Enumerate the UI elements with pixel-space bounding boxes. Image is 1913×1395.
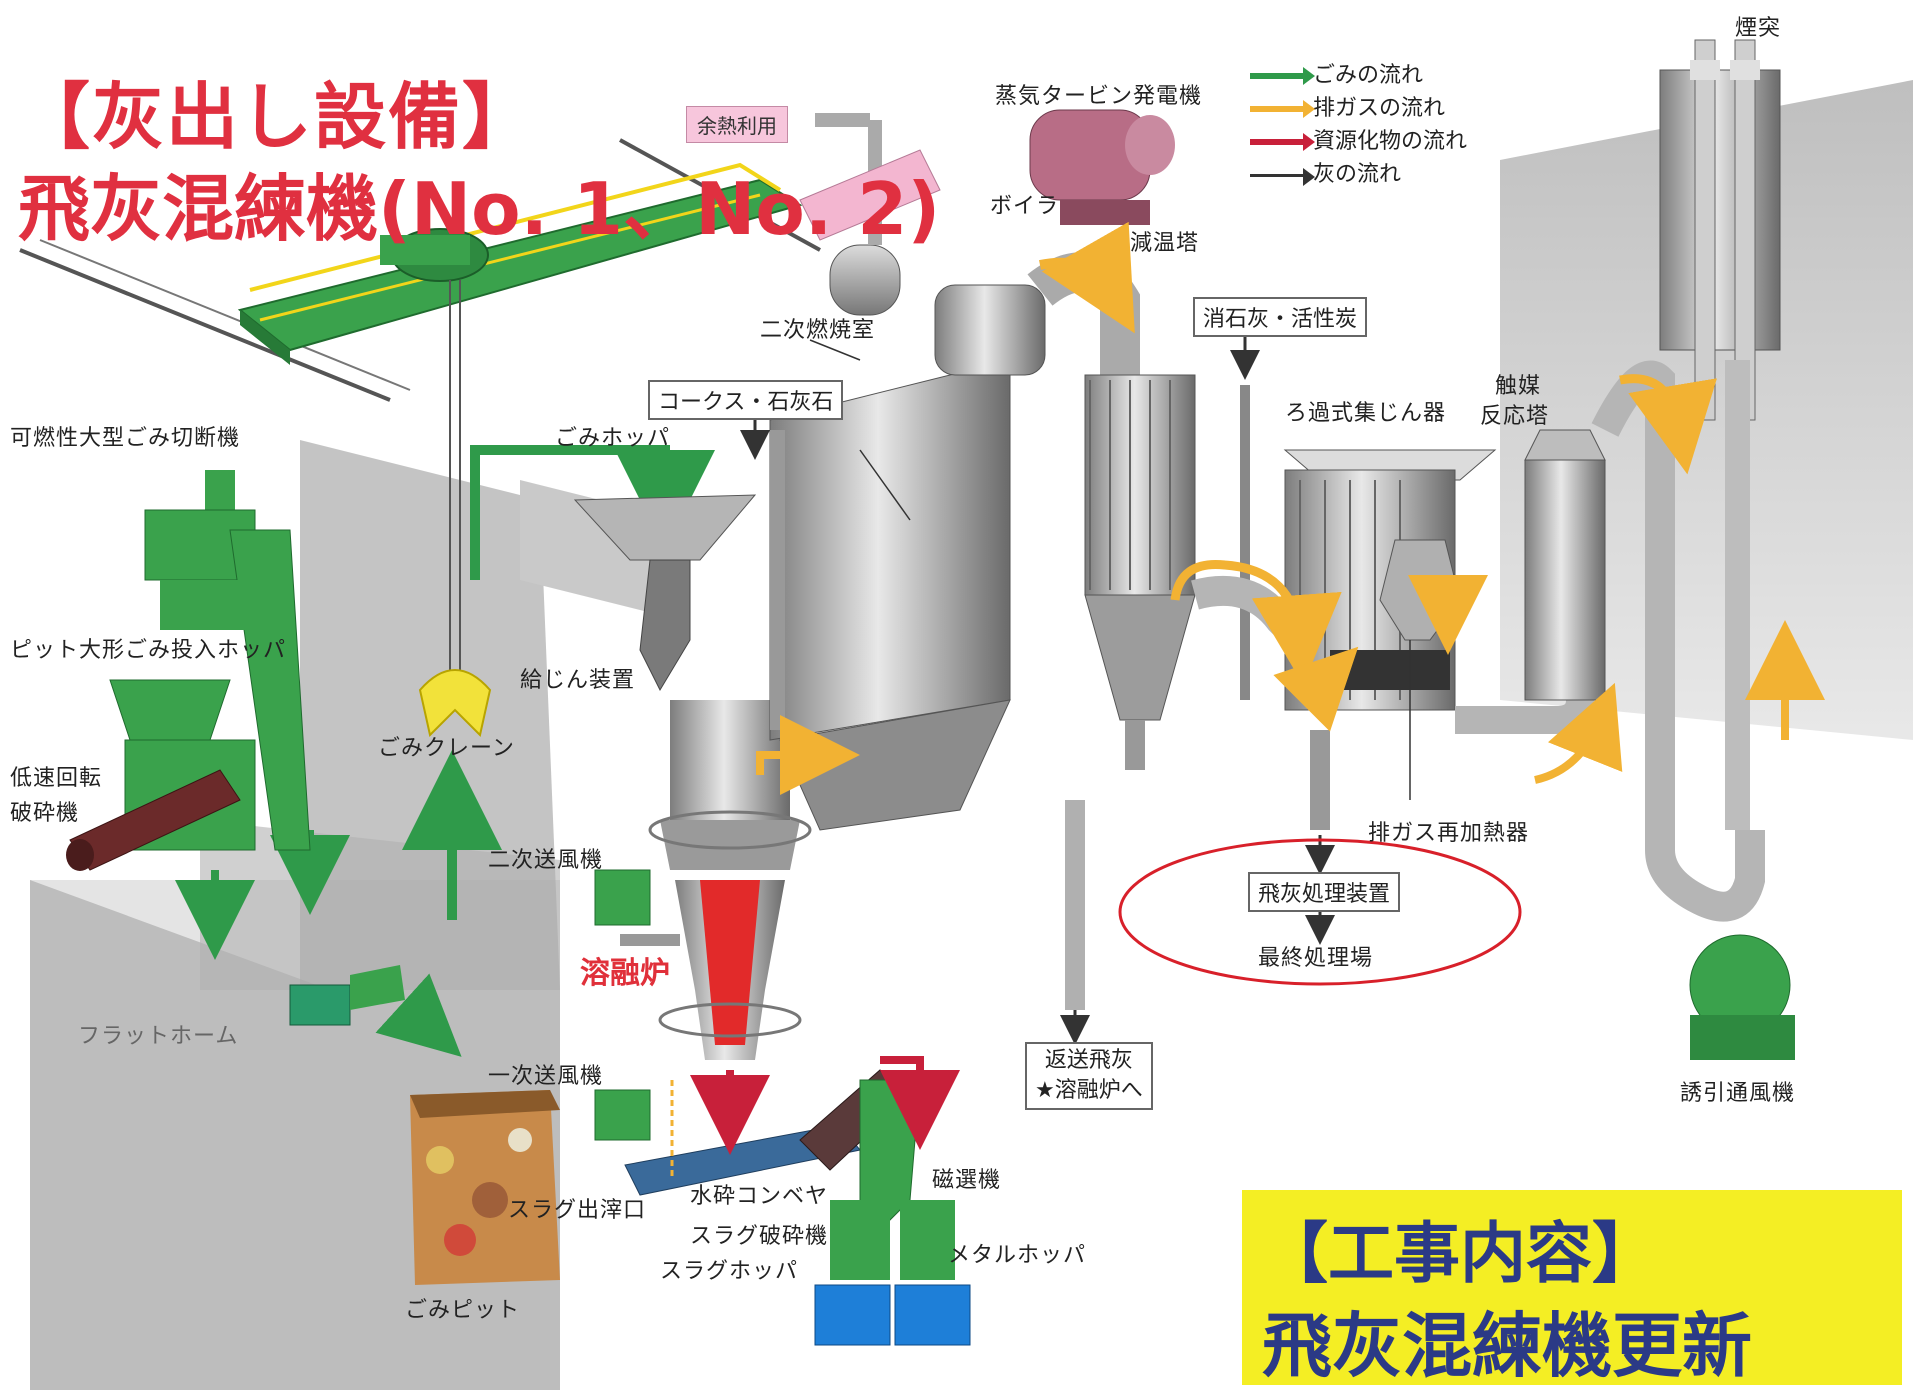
boiler-label: ボイラ <box>990 194 1060 219</box>
slag-crusher-label: スラグ破砕機 <box>690 1224 829 1249</box>
steam-turbine-generator <box>1029 109 1175 225</box>
garbage-hopper <box>573 494 757 692</box>
waste-heat-label: 余熱利用 <box>686 106 788 143</box>
fly-ash-crane-bridge <box>237 162 803 365</box>
catalyst-label-1: 触媒 <box>1495 374 1542 399</box>
fly-ash-treatment-label: 飛灰処理装置 <box>1248 872 1401 912</box>
slag-hopper-label: スラグホッパ <box>660 1259 799 1284</box>
garbage-crane <box>418 280 492 737</box>
turbine-label: 蒸気タービン発電機 <box>995 84 1203 109</box>
cutting-machine <box>144 470 311 851</box>
crusher-label-1: 低速回転 <box>10 766 103 791</box>
green-arrow-icon <box>1250 67 1315 85</box>
leader-lines <box>809 339 1411 800</box>
coke-limestone-label: コークス・石灰石 <box>648 380 844 420</box>
section-title: 【灰出し設備】 <box>18 75 537 159</box>
slaked-lime-label: 消石灰・活性炭 <box>1193 297 1368 337</box>
return-fly-ash-label: 返送飛灰 <box>1044 1048 1133 1073</box>
to-furnace-label: ★溶融炉へ <box>1035 1078 1143 1103</box>
cutting-machine-label: 可燃性大型ごみ切断機 <box>10 426 241 451</box>
bag-filter-label: ろ過式集じん器 <box>1285 401 1447 426</box>
work-content-title: 【工事内容】 <box>1262 1215 1658 1292</box>
induced-draft-fan <box>1645 830 1795 1060</box>
red-arrow-icon <box>1250 133 1315 151</box>
return-fly-ash-box: 返送飛灰 ★溶融炉へ <box>1025 1042 1153 1110</box>
legend-item-resource: 資源化物の流れ <box>1250 123 1467 155</box>
truck <box>289 965 405 1026</box>
equipment-title: 飛灰混練機(No. 1、No. 2) <box>18 167 941 251</box>
chimney-label: 煙突 <box>1735 16 1782 41</box>
blowers <box>594 869 651 1141</box>
trucks-blue <box>814 1284 971 1346</box>
legend-item-ash: 灰の流れ <box>1250 156 1401 188</box>
pit-hopper-and-crusher <box>66 679 256 871</box>
garbage-crane-label: ごみクレーン <box>378 736 515 761</box>
bag-filter <box>1283 449 1497 711</box>
pit-hopper-label: ピット大形ごみ投入ホッパ <box>10 638 287 663</box>
exhaust-gas-arrows <box>670 221 1825 1180</box>
final-disposal-label: 最終処理場 <box>1258 946 1374 971</box>
secondary-combustion-chamber <box>769 359 1011 831</box>
yellow-arrow-icon <box>1250 100 1315 118</box>
garbage-pit-label: ごみピット <box>405 1298 521 1323</box>
chimney <box>1659 39 1781 830</box>
induced-fan-label: 誘引通風機 <box>1680 1081 1796 1106</box>
garbage-hopper-label: ごみホッパ <box>555 426 671 451</box>
primary-blower-label: 一次送風機 <box>488 1064 604 1089</box>
legend-label: ごみの流れ <box>1313 63 1424 88</box>
reheater-label: 排ガス再加熱器 <box>1368 821 1530 846</box>
slag-outlet-label: スラグ出滓口 <box>508 1198 647 1223</box>
melting-furnace-label: 溶融炉 <box>580 956 670 991</box>
legend-item-exhaust: 排ガスの流れ <box>1250 90 1445 122</box>
work-content-detail: 飛灰混練機更新 <box>1262 1305 1752 1387</box>
garbage-flow-arrows <box>175 445 715 1057</box>
melting-furnace <box>620 700 812 1060</box>
legend-label: 排ガスの流れ <box>1313 96 1446 121</box>
resource-flow-arrows <box>690 1056 960 1155</box>
work-content-box <box>1242 1190 1902 1385</box>
crusher-label-2: 破砕機 <box>10 801 80 826</box>
catalyst-label-2: 反応塔 <box>1480 404 1550 429</box>
cooling-tower-label: 減温塔 <box>1130 231 1200 256</box>
legend-item-garbage: ごみの流れ <box>1250 57 1423 89</box>
secondary-chamber-label: 二次燃焼室 <box>760 318 876 343</box>
legend-label: 灰の流れ <box>1313 162 1402 187</box>
magnetic-separator-label: 磁選機 <box>932 1168 1002 1193</box>
metal-hopper-label: メタルホッパ <box>948 1243 1087 1268</box>
secondary-blower-label: 二次送風機 <box>488 848 604 873</box>
cooling-tower <box>1084 374 1196 770</box>
legend-label: 資源化物の流れ <box>1313 129 1468 154</box>
highlight-ellipse <box>1118 838 1522 986</box>
garbage-pit <box>410 1090 560 1285</box>
water-conveyor-label: 水砕コンベヤ <box>690 1184 829 1209</box>
feeder-label: 給じん装置 <box>520 668 636 693</box>
black-arrow-icon <box>1250 167 1315 186</box>
flat-platform-label: フラットホーム <box>78 1024 239 1049</box>
